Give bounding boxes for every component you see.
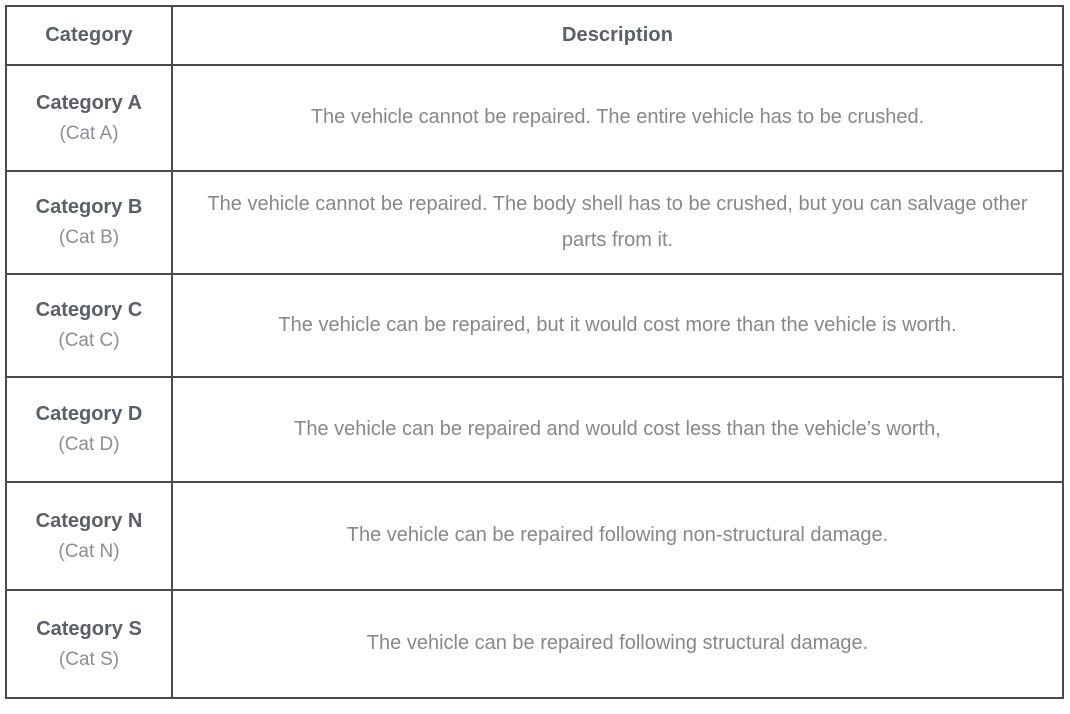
cell-category: Category B (Cat B)	[5, 170, 173, 275]
column-header-description-label: Description	[561, 24, 674, 46]
category-short-code: (Cat B)	[58, 227, 120, 249]
category-description: The vehicle cannot be repaired. The enti…	[310, 106, 925, 129]
category-name: Category S	[36, 617, 142, 640]
column-header-description: Description	[171, 5, 1064, 66]
table-row: Category D (Cat D) The vehicle can be re…	[5, 376, 1064, 483]
category-name: Category D	[35, 403, 143, 426]
table-body: Category A (Cat A) The vehicle cannot be…	[5, 64, 1064, 699]
cell-category: Category C (Cat C)	[5, 273, 173, 378]
column-header-category-label: Category	[45, 24, 133, 46]
category-description: The vehicle can be repaired and would co…	[294, 417, 941, 440]
category-description: The vehicle cannot be repaired. The body…	[207, 192, 1028, 251]
table-row: Category B (Cat B) The vehicle cannot be…	[5, 170, 1064, 275]
cell-description: The vehicle can be repaired following st…	[171, 589, 1064, 699]
cell-description: The vehicle cannot be repaired. The body…	[171, 170, 1064, 275]
cell-category: Category D (Cat D)	[5, 376, 173, 483]
category-description: The vehicle can be repaired following st…	[366, 632, 869, 655]
category-name: Category B	[35, 196, 143, 219]
cell-category: Category A (Cat A)	[5, 64, 173, 172]
cell-category: Category S (Cat S)	[5, 589, 173, 699]
category-name: Category N	[35, 509, 143, 532]
table-row: Category A (Cat A) The vehicle cannot be…	[5, 64, 1064, 172]
category-name: Category C	[35, 299, 143, 322]
table-header: Category Description	[5, 5, 1064, 66]
category-short-code: (Cat A)	[59, 122, 119, 144]
table-header-row: Category Description	[5, 5, 1064, 66]
category-description: The vehicle can be repaired following no…	[346, 524, 889, 547]
column-header-category: Category	[5, 5, 173, 66]
table-row: Category N (Cat N) The vehicle can be re…	[5, 481, 1064, 591]
cell-description: The vehicle can be repaired and would co…	[171, 376, 1064, 483]
table-row: Category S (Cat S) The vehicle can be re…	[5, 589, 1064, 699]
cell-category: Category N (Cat N)	[5, 481, 173, 591]
category-short-code: (Cat D)	[58, 434, 120, 456]
cell-description: The vehicle cannot be repaired. The enti…	[171, 64, 1064, 172]
category-description: The vehicle can be repaired, but it woul…	[278, 313, 957, 336]
category-short-code: (Cat S)	[58, 648, 120, 670]
category-name: Category A	[36, 91, 142, 114]
cell-description: The vehicle can be repaired following no…	[171, 481, 1064, 591]
category-short-code: (Cat N)	[58, 540, 120, 562]
table-row: Category C (Cat C) The vehicle can be re…	[5, 273, 1064, 378]
vehicle-category-table: Category Description Category A (Cat A) …	[5, 5, 1064, 699]
table-container: Category Description Category A (Cat A) …	[5, 5, 1064, 699]
cell-description: The vehicle can be repaired, but it woul…	[171, 273, 1064, 378]
category-short-code: (Cat C)	[58, 330, 120, 352]
